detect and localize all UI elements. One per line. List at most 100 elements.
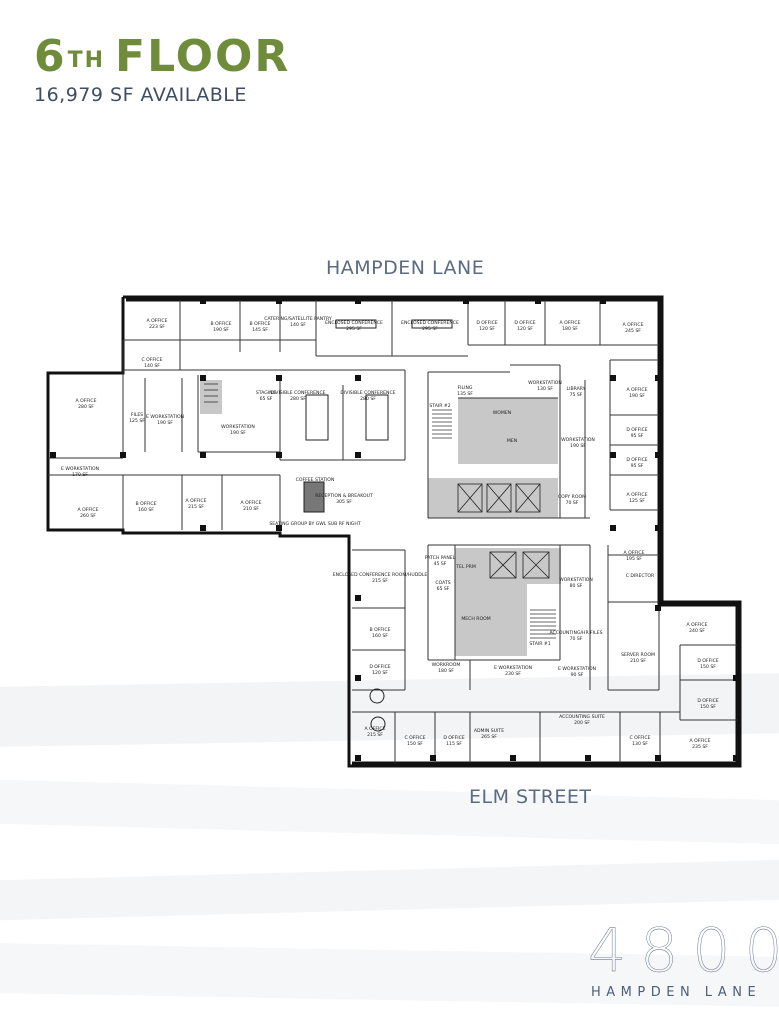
floor-number: 6 [34, 31, 67, 82]
room-name: PATCH PANEL [425, 555, 456, 561]
room-name: COATS [435, 580, 450, 586]
conference-tables [303, 319, 453, 732]
room-name: STAIR #1 [529, 641, 550, 647]
room-label: C DIRECTOR [626, 573, 655, 579]
room-name: D OFFICE [697, 658, 718, 664]
interior-walls [48, 300, 737, 763]
room-name: A OFFICE [241, 500, 262, 506]
room-area: 95 SF [631, 433, 644, 439]
room-area: 210 SF [243, 506, 259, 512]
room-name: E WORKSTATION [146, 414, 184, 420]
room-area: 70 SF [566, 500, 579, 506]
room-area: 145 SF [252, 327, 268, 333]
room-name: A OFFICE [365, 726, 386, 732]
room-label: STAIR #1 [529, 641, 550, 647]
room-area: 190 SF [570, 443, 586, 449]
room-area: 180 SF [562, 326, 578, 332]
room-area: 150 SF [700, 664, 716, 670]
room-area: 180 SF [438, 668, 454, 674]
room-area: 190 SF [230, 430, 246, 436]
availability-text: 16,979 SF AVAILABLE [34, 84, 247, 106]
room-name: WORKSTATION [221, 424, 255, 430]
room-name: D OFFICE [369, 664, 390, 670]
room-name: D OFFICE [626, 457, 647, 463]
room-name: ADMIN SUITE [474, 728, 504, 734]
room-name: A OFFICE [78, 507, 99, 513]
room-name: STAIR #2 [429, 403, 450, 409]
room-area: 295 SF [346, 326, 362, 332]
room-name: RECEPTION & BREAKOUT [315, 493, 373, 499]
room-name: A OFFICE [627, 387, 648, 393]
room-name: D OFFICE [697, 698, 718, 704]
room-area: 135 SF [457, 391, 473, 397]
room-name: MEN [507, 438, 517, 444]
room-area: 120 SF [517, 326, 533, 332]
room-name: SERVER ROOM [621, 652, 655, 658]
room-area: 150 SF [700, 704, 716, 710]
stairs [204, 383, 556, 639]
room-area: 215 SF [188, 504, 204, 510]
room-name: WORKROOM [432, 662, 461, 668]
room-name: ACCOUNTING/HR FILES [549, 630, 602, 636]
room-name: A OFFICE [76, 398, 97, 404]
room-area: 280 SF [360, 396, 376, 402]
room-area: 70 SF [570, 636, 583, 642]
room-area: 120 SF [479, 326, 495, 332]
room-name: A OFFICE [560, 320, 581, 326]
room-name: STAGING [256, 390, 277, 396]
room-area: 65 SF [260, 396, 273, 402]
room-area: 230 SF [505, 671, 521, 677]
room-area: 160 SF [372, 633, 388, 639]
room-name: B OFFICE [370, 627, 391, 633]
room-name: MECH ROOM [461, 616, 490, 622]
exterior-walls [46, 295, 742, 768]
room-name: A OFFICE [687, 622, 708, 628]
room-area: 280 SF [78, 404, 94, 410]
room-name: A OFFICE [623, 322, 644, 328]
room-name: ACCOUNTING SUITE [559, 714, 605, 720]
room-area: 305 SF [336, 499, 352, 505]
room-area: 125 SF [129, 418, 145, 424]
room-name: FILING [458, 385, 473, 391]
room-area: 280 SF [290, 396, 306, 402]
room-area: 115 SF [446, 741, 462, 747]
room-name: A OFFICE [147, 318, 168, 324]
room-area: 95 SF [631, 463, 644, 469]
room-name: FILES [131, 412, 143, 418]
room-name: D OFFICE [443, 735, 464, 741]
room-label: SEATING GROUP BY GWL SUB RF NIGHT [269, 521, 360, 527]
room-label: COFFEE STATION [296, 477, 335, 483]
room-area: 90 SF [571, 672, 584, 678]
room-area: 245 SF [625, 328, 641, 334]
room-name: SEATING GROUP BY GWL SUB RF NIGHT [269, 521, 360, 527]
stair-fill [200, 380, 222, 414]
room-name: ENCLOSED CONFERENCE [401, 320, 459, 326]
